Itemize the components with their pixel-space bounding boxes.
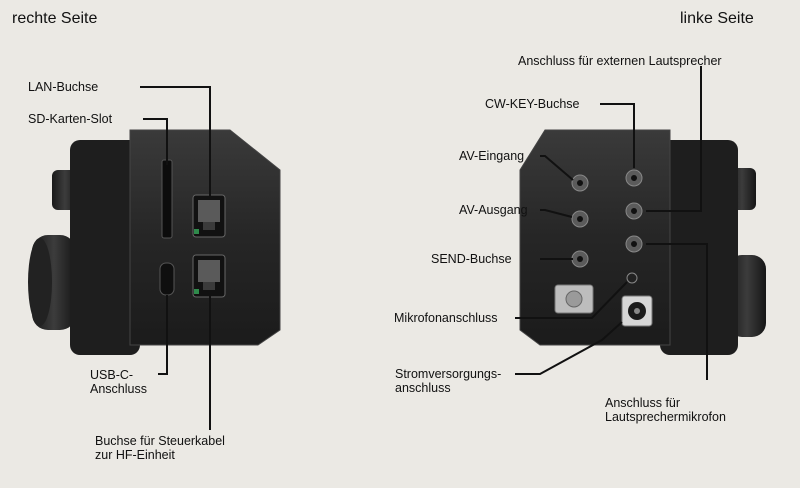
label-sd-card-slot: SD-Karten-Slot: [28, 112, 113, 126]
front-panel: [70, 140, 140, 355]
label-power-line1: Stromversorgungs-: [395, 367, 502, 381]
label-lan-jack: LAN-Buchse: [28, 80, 99, 94]
label-usb-c-line1: USB-C-: [90, 368, 134, 382]
mic-jack: [626, 272, 638, 284]
device-left-side: [519, 129, 766, 355]
label-mic: Mikrofonanschluss: [394, 311, 498, 325]
label-ext-speaker: Anschluss für externen Lautsprecher: [518, 54, 722, 68]
leader-lines: [140, 66, 708, 430]
label-control-cable-line2: zur HF-Einheit: [95, 448, 175, 462]
title-left-side: linke Seite: [680, 10, 754, 27]
label-cw-key: CW-KEY-Buchse: [485, 97, 580, 111]
label-control-cable: Buchse für Steuerkabel zur HF-Einheit: [95, 434, 225, 462]
title-right-side: rechte Seite: [12, 10, 98, 27]
label-speaker-mic-line1: Anschluss für: [605, 396, 681, 410]
front-panel-right: [660, 140, 738, 355]
device-right-side: [28, 129, 281, 355]
label-power-line2: anschluss: [395, 381, 451, 395]
label-send: SEND-Buchse: [431, 252, 512, 266]
label-control-cable-line1: Buchse für Steuerkabel: [95, 434, 225, 448]
label-usb-c-line2: Anschluss: [90, 382, 147, 396]
label-speaker-mic: Anschluss für Lautsprechermikrofon: [605, 396, 726, 424]
label-power: Stromversorgungs- anschluss: [395, 367, 501, 395]
label-speaker-mic-line2: Lautsprechermikrofon: [605, 410, 726, 424]
sd-card-slot: [161, 159, 173, 239]
label-av-output: AV-Ausgang: [459, 203, 528, 217]
usb-c-port: [159, 262, 175, 296]
label-av-input: AV-Eingang: [459, 149, 525, 163]
label-usb-c: USB-C- Anschluss: [90, 368, 147, 396]
